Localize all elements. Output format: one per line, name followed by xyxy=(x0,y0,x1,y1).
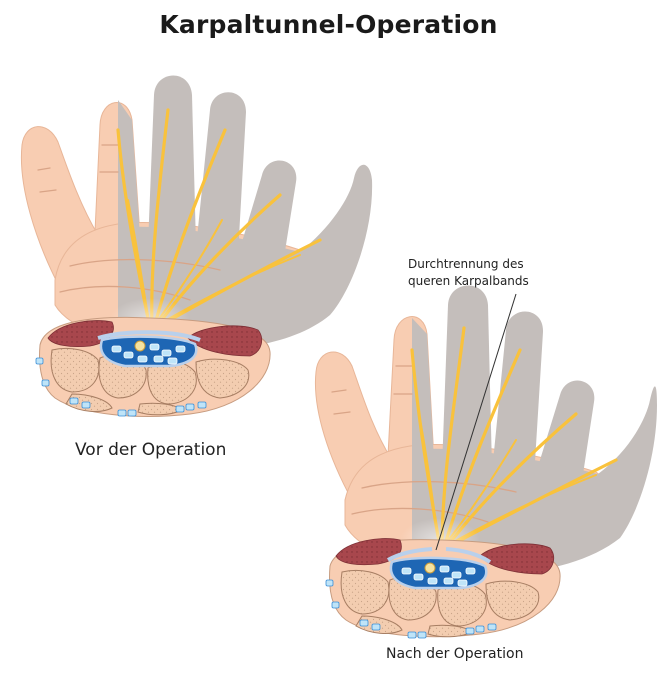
tendons-before xyxy=(111,343,186,365)
median-nerve-before xyxy=(134,340,146,352)
muscle-left xyxy=(335,538,402,566)
wrist-cross-section-after xyxy=(325,538,561,639)
ligament-cut-left xyxy=(386,547,433,562)
carpal-bones-after xyxy=(340,569,540,638)
muscle-right xyxy=(187,325,263,357)
hand-after-shadow xyxy=(412,285,657,573)
ligament-cut-right xyxy=(445,547,492,564)
transverse-ligament-intact xyxy=(97,330,201,342)
tendon-dots-outer-before xyxy=(35,357,207,417)
caption-before-operation: Vor der Operation xyxy=(75,440,227,460)
hand-before xyxy=(20,75,373,417)
median-nerve-after xyxy=(424,562,436,574)
tendon-dots-outer-after xyxy=(325,579,497,639)
wrist-cross-section-before xyxy=(35,316,271,417)
page-title: Karpaltunnel-Operation xyxy=(159,10,498,39)
caption-after-operation: Nach der Operation xyxy=(386,646,524,662)
hand-before-shadow xyxy=(118,75,373,349)
callout-leader-line xyxy=(435,293,517,551)
callout-label: Durchtrennung des queren Karpalbands xyxy=(408,256,529,290)
callout-line-2: queren Karpalbands xyxy=(408,274,529,288)
callout-line-1: Durchtrennung des xyxy=(408,257,524,271)
muscle-right xyxy=(479,543,555,575)
hand-after xyxy=(314,285,657,639)
tendons-after xyxy=(401,565,476,587)
